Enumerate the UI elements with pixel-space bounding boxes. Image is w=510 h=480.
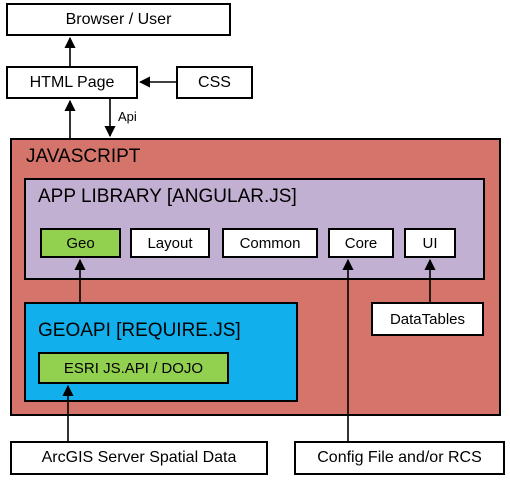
datatables-box: DataTables <box>371 302 484 336</box>
ui-module: UI <box>404 228 456 258</box>
geoapi-title: GEOAPI [REQUIRE.JS] <box>38 320 241 341</box>
javascript-title: JAVASCRIPT <box>26 146 141 167</box>
layout-module: Layout <box>130 228 210 258</box>
core-module: Core <box>328 228 394 258</box>
config-rcs-box: Config File and/or RCS <box>294 441 505 475</box>
geo-module: Geo <box>40 228 121 258</box>
arcgis-data-box: ArcGIS Server Spatial Data <box>10 441 268 475</box>
browser-user-box: Browser / User <box>6 3 231 36</box>
app-library-title: APP LIBRARY [ANGULAR.JS] <box>38 186 297 207</box>
common-module: Common <box>222 228 318 258</box>
esri-dojo-box: ESRI JS.API / DOJO <box>38 352 229 384</box>
api-edge-label: Api <box>118 109 137 124</box>
css-box: CSS <box>176 66 253 99</box>
html-page-box: HTML Page <box>6 66 138 99</box>
